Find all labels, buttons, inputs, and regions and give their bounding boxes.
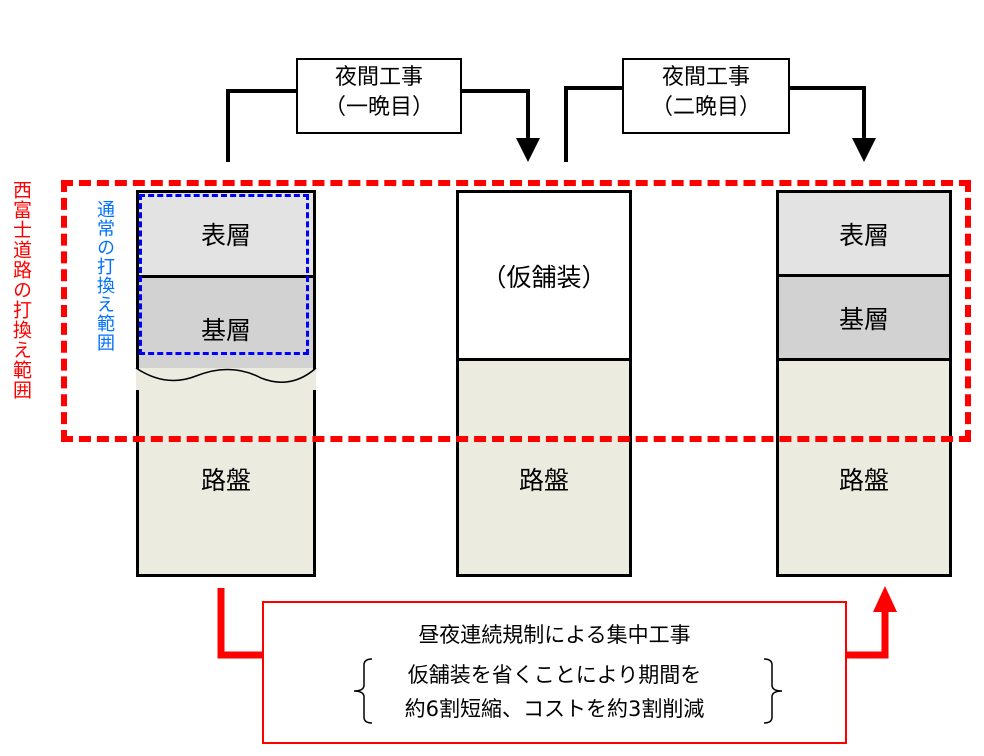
night-work-title: 夜間工事 (661, 65, 750, 90)
left-brace-icon (353, 658, 373, 724)
nishifuji-replacement-range (61, 180, 971, 442)
night2-connector-line (564, 86, 624, 162)
pavement-column-initial: 表層 基層 路盤 (135, 190, 317, 577)
summary-braces (353, 658, 783, 724)
pavement-column-temporary: （仮舗装） 路盤 (456, 190, 632, 577)
summary-line-2: 約6割短縮、コストを約3割削減 (404, 697, 705, 721)
surface-layer: 表層 (779, 193, 949, 277)
temporary-pavement-label: （仮舗装） (481, 262, 607, 292)
temporary-pavement-layer: （仮舗装） (459, 193, 629, 361)
base-layer-label: 基層 (200, 316, 251, 345)
night-work-title: 夜間工事 (334, 65, 423, 90)
summary-line-1: 仮舗装を省くことにより期間を (407, 663, 702, 687)
pavement-column-final: 表層 基層 路盤 (776, 190, 952, 577)
broken-edge (135, 367, 317, 390)
arrow-down-icon (852, 138, 876, 162)
right-brace-icon (763, 658, 783, 724)
surface-layer-label: 表層 (200, 221, 251, 250)
subgrade-label: 路盤 (838, 466, 889, 495)
nishifuji-range-label: 西富士道路の打換え範囲 (10, 180, 32, 400)
summary-box: 昼夜連続規制による集中工事 仮舗装を省くことにより期間を 約6割短縮、コストを約… (262, 601, 847, 744)
night-work-subtitle: （一晩目） (323, 95, 434, 120)
night2-connector-line (790, 86, 866, 140)
normal-range-label: 通常の打換え範囲 (94, 200, 115, 352)
continuous-work-connector (217, 588, 264, 659)
continuous-work-connector (846, 610, 889, 659)
summary-title: 昼夜連続規制による集中工事 (418, 623, 691, 647)
subgrade-label: 路盤 (518, 466, 569, 495)
surface-layer: 表層 (139, 193, 313, 278)
arrow-up-icon (873, 586, 897, 612)
night1-connector-line (460, 89, 530, 140)
arrow-down-icon (516, 138, 540, 162)
night-work-subtitle: （二晩目） (650, 95, 761, 120)
night-work-box-1: 夜間工事 （一晩目） (296, 58, 462, 134)
subgrade-label: 路盤 (200, 466, 251, 495)
base-layer: 基層 (779, 277, 949, 361)
surface-layer-label: 表層 (838, 220, 889, 250)
base-layer-label: 基層 (838, 304, 889, 334)
normal-replacement-range (139, 194, 309, 355)
night-work-box-2: 夜間工事 （二晩目） (622, 58, 790, 134)
night1-connector-line (226, 89, 298, 162)
